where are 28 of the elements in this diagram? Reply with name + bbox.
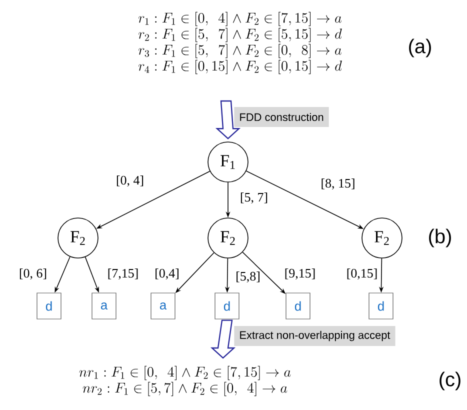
rule-formula: $r_4 : F_1 \in [0,15] \wedge F_2 \in [0,15] \rightarrow d$ bbox=[138, 60, 342, 74]
leaf-box: d bbox=[214, 292, 240, 320]
leaf-box: a bbox=[92, 292, 116, 320]
panel-label: (b) bbox=[429, 228, 451, 248]
block-arrow bbox=[210, 320, 236, 359]
step-tag: Extract non-overlapping accept bbox=[234, 326, 396, 346]
leaf-box: d bbox=[286, 292, 310, 320]
rule-formula: $r_3 : F_1 \in [5,\ \ 7] \wedge F_2 \in [0,\ \ 8] \rightarrow a$ bbox=[138, 44, 342, 58]
leaf-box: a bbox=[150, 292, 176, 320]
rule-formula: $nr_2 : F_1 \in [5, 7] \wedge F_2 \in [0,\ \ 4] \rightarrow a$ bbox=[82, 382, 288, 396]
step-tag: FDD construction bbox=[234, 107, 329, 127]
edge-label: [9,15] bbox=[284, 268, 316, 280]
rule-formula: $nr_1 : F_1 \in [0,\ \ 4] \wedge F_2 \in [7,15] \rightarrow a$ bbox=[79, 366, 291, 380]
edge-label: [5,8] bbox=[235, 271, 261, 283]
rule-formula: $r_1 : F_1 \in [0,\ \ 4] \wedge F_2 \in [7,15] \rightarrow a$ bbox=[138, 12, 342, 26]
leaf-box: d bbox=[36, 292, 62, 320]
panel-label: (c) bbox=[440, 372, 460, 390]
panel-label: (a) bbox=[409, 38, 431, 58]
edge-label: [8, 15] bbox=[320, 178, 356, 190]
edge-label: [0, 6] bbox=[18, 268, 48, 280]
leaf-box: d bbox=[368, 292, 394, 320]
block-arrow bbox=[215, 100, 241, 140]
rule-formula: $r_2 : F_1 \in [5,\ \ 7] \wedge F_2 \in [5,15] \rightarrow d$ bbox=[138, 28, 342, 42]
edge-label: [0, 4] bbox=[115, 175, 145, 187]
edge-label: [7,15] bbox=[106, 268, 140, 280]
edge-label: [0,4] bbox=[154, 268, 180, 280]
edge-label: [0,15] bbox=[346, 268, 378, 280]
edge-label: [5, 7] bbox=[239, 192, 269, 204]
